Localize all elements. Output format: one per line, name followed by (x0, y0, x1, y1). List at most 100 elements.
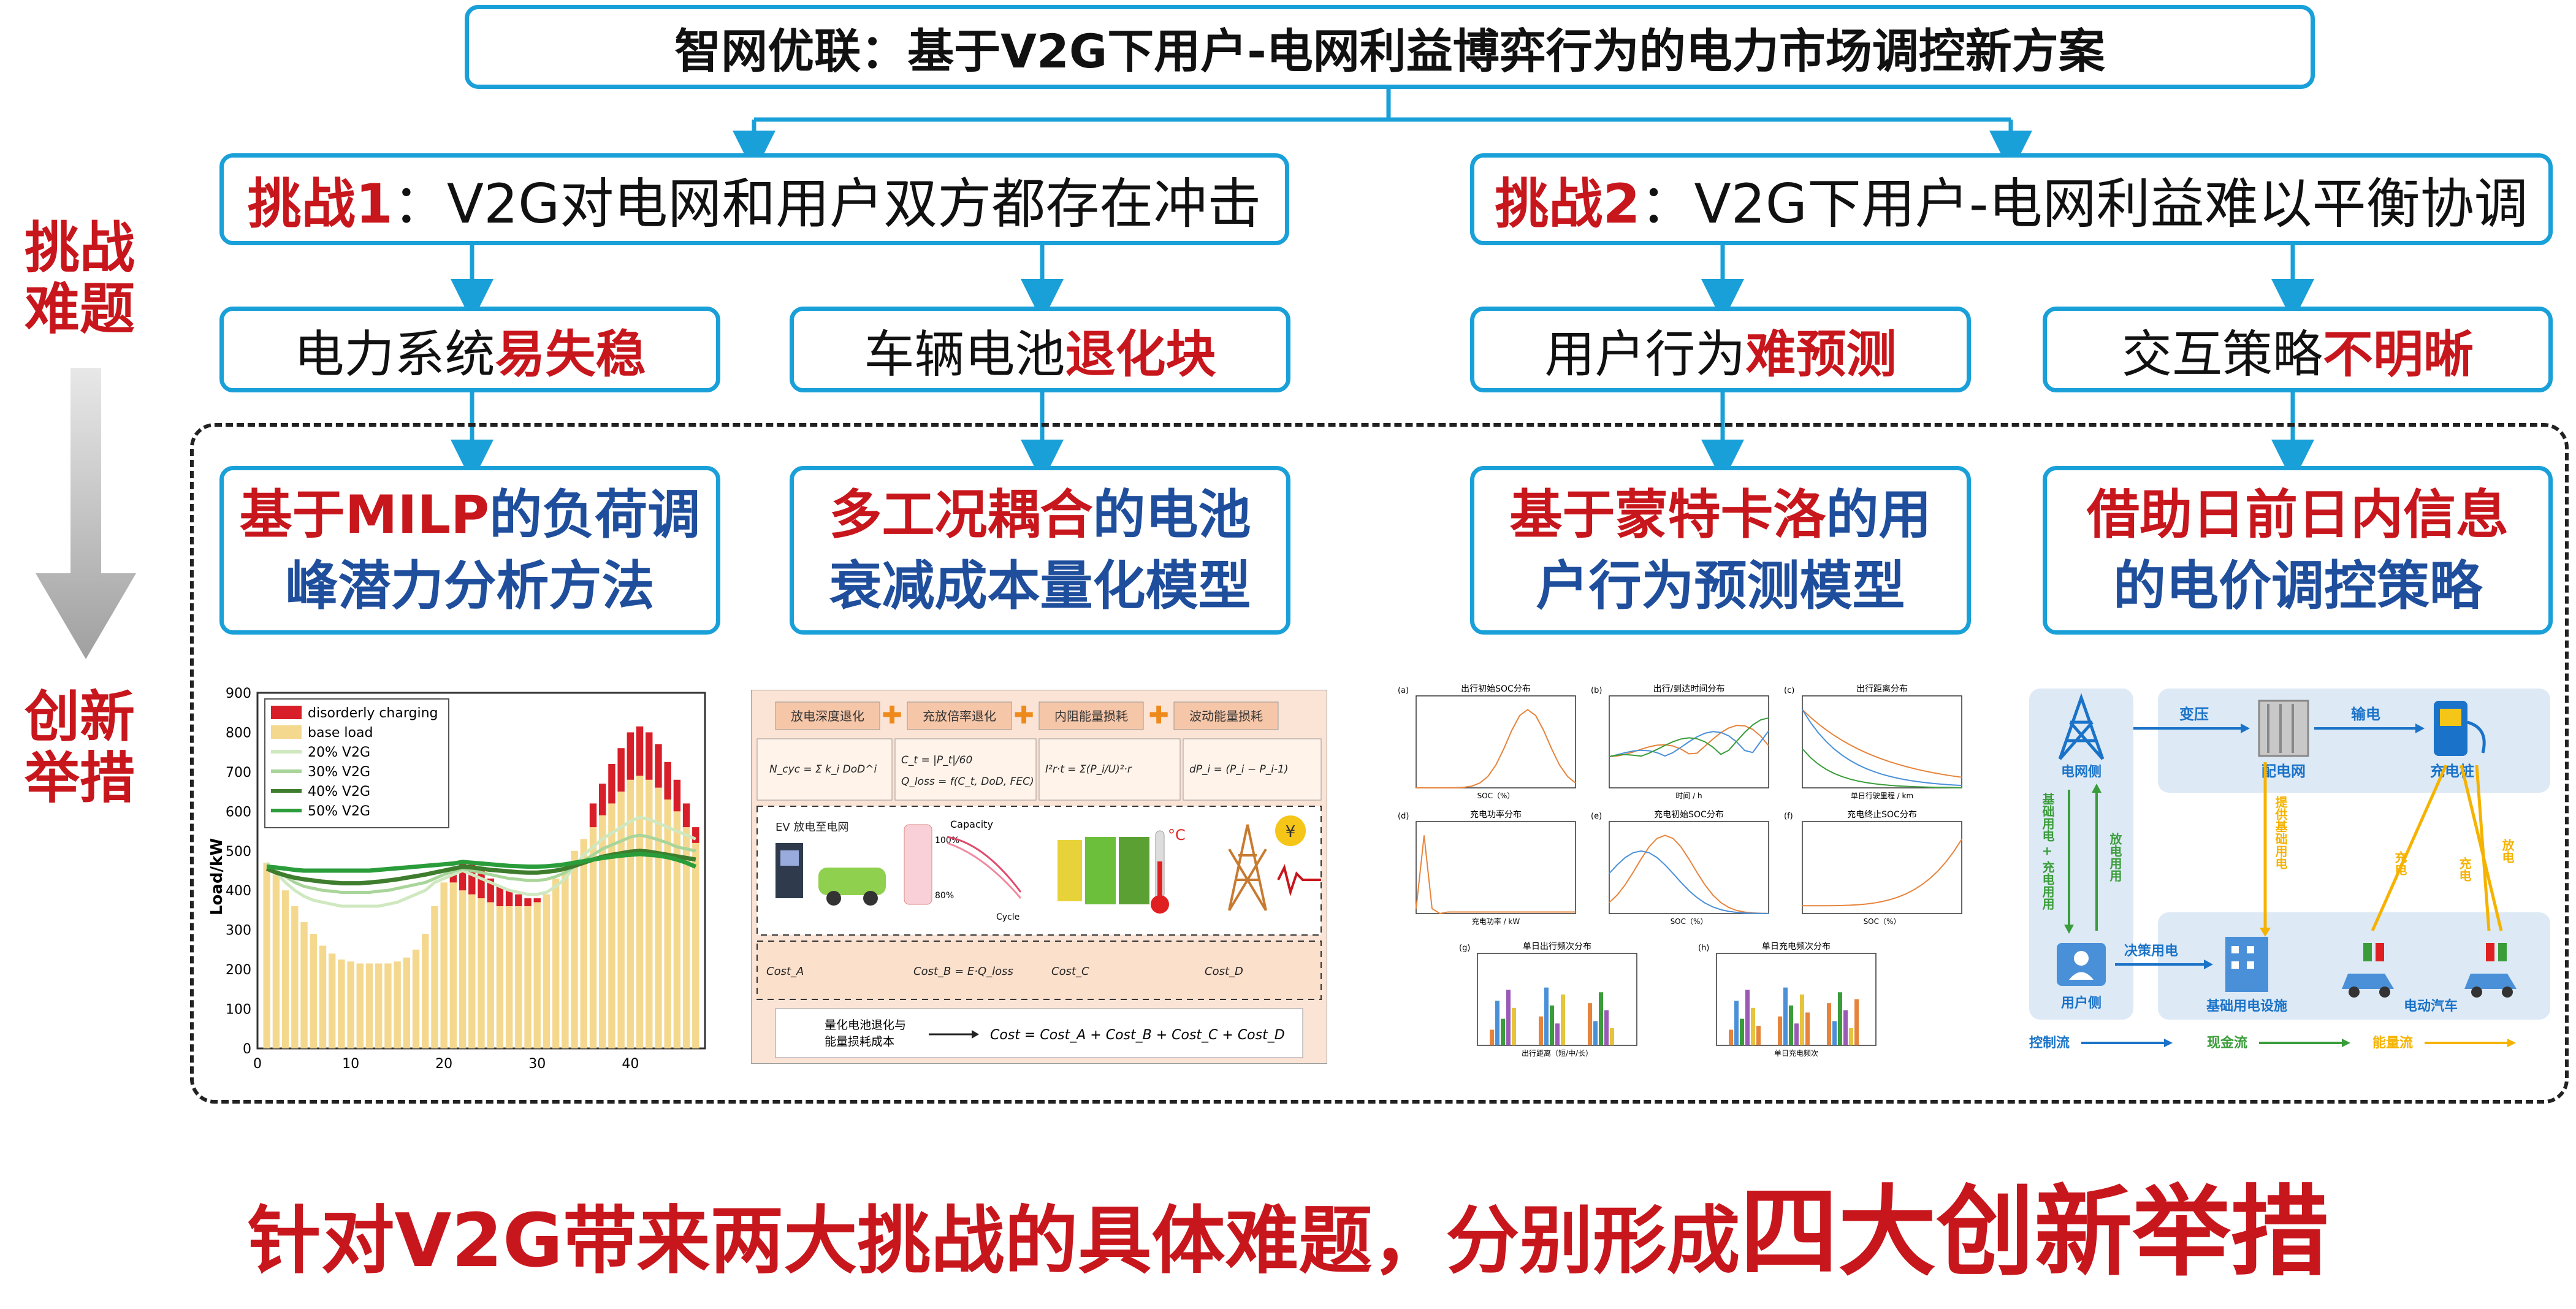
subplot-bar (1729, 1029, 1733, 1045)
subplot-frame (1609, 821, 1769, 914)
subplot-frame (1802, 695, 1962, 788)
challenge-2-box: 挑战2：V2G下用户-电网利益难以平衡协调 (1470, 153, 2553, 245)
subplot-bar (1794, 1023, 1799, 1045)
base-load-bar (338, 960, 345, 1048)
y-tick-label: 300 (226, 923, 251, 939)
base-load-bar (300, 922, 308, 1048)
plus-icon: ✚ (1013, 701, 1034, 730)
subplot-bar (1740, 1018, 1744, 1045)
disorderly-bar (664, 761, 671, 800)
subplot-title: 出行距离分布 (1856, 684, 1908, 694)
subplot-bar (1539, 1016, 1543, 1045)
header-rate-text: 充放倍率退化 (923, 709, 996, 723)
strategy-panel: 电网侧 变压 配电网 输电 充电桩 基础用电 + 充电用用 放电用用 提供基础用… (2023, 685, 2556, 1059)
disorderly-bar (682, 803, 690, 828)
network-zone (2158, 689, 2550, 793)
subplot-frame (1416, 821, 1576, 914)
legend-label: base load (308, 725, 373, 741)
header-resist (1038, 701, 1144, 730)
base-load-bar (365, 963, 373, 1048)
legend-label: 30% V2G (308, 765, 370, 780)
subplot-bar (1751, 1007, 1755, 1045)
header-fluct (1173, 701, 1279, 730)
legend-label: 20% V2G (308, 745, 370, 760)
subplot-title: 充电初始SOC分布 (1654, 809, 1724, 820)
subplot-bar (1544, 987, 1549, 1045)
subplot-curve (1609, 850, 1769, 914)
side-label-challenges-text: 挑战难题 (25, 216, 135, 342)
base-load-bar (422, 934, 429, 1048)
base-load-bar (431, 906, 438, 1048)
subplot-title: 单日充电频次分布 (1762, 942, 1831, 952)
charge1-label: 充电 (2393, 850, 2407, 876)
innovation-1-line2: 峰潜力分析方法 (285, 555, 655, 617)
header-fluct-text: 波动能量损耗 (1189, 709, 1263, 723)
cost-a: Cost_A (766, 965, 804, 978)
svg-text:I²r·t = Σ(P_i/U)²·r: I²r·t = Σ(P_i/U)²·r (1045, 763, 1132, 776)
base-load-bar (356, 963, 364, 1048)
subplot-letter: (a) (1398, 686, 1409, 695)
base-load-bar (347, 961, 354, 1048)
base-load-bar (478, 898, 485, 1048)
subplot-bar (1555, 1023, 1560, 1045)
subplot-letter: (b) (1591, 686, 1602, 695)
plus-icon: ✚ (882, 701, 902, 730)
legend-label: disorderly charging (308, 706, 438, 721)
provide-basic-label: 提供基础用电 (2273, 795, 2288, 869)
subplot-curve (1609, 717, 1769, 757)
subplot-bar (1512, 1007, 1516, 1045)
base-load-bar (580, 839, 587, 1048)
x-tick-label: 30 (528, 1056, 546, 1072)
problem-4-plain: 交互策略 (2121, 325, 2323, 384)
base-load-bar (505, 906, 513, 1048)
svg-text:C_t = |P_t|/60: C_t = |P_t|/60 (901, 754, 972, 766)
base-load-bar (589, 827, 597, 1048)
y-axis-label: Load/kW (208, 838, 226, 915)
innovation-4-red: 借助日前日内信息 (2087, 484, 2509, 546)
base-load-bar (636, 776, 644, 1048)
user-icon (2057, 943, 2106, 986)
disorderly-bar (478, 871, 485, 899)
problem-2-plain: 车辆电池 (864, 325, 1065, 384)
side-label-innovations: 创新举措 (18, 687, 141, 809)
base-load-bar (449, 882, 457, 1048)
subplot-bar (1745, 990, 1750, 1045)
x-tick-label: 0 (253, 1056, 262, 1072)
problem-1-box: 电力系统易失稳 (219, 307, 720, 392)
grid-zone (2029, 689, 2133, 1020)
base-load-bar (459, 890, 467, 1048)
page-title-text: 智网优联：基于V2G下用户-电网利益博弈行为的电力市场调控新方案 (674, 23, 2105, 78)
ev-label: EV 放电至电网 (775, 821, 848, 834)
subplot-curve (1802, 748, 1962, 788)
disorderly-bar (608, 764, 615, 804)
yen-icon (1275, 815, 1306, 846)
base-load-bar (627, 779, 634, 1048)
capacity-80: 80% (935, 891, 954, 901)
grid-side-label: 电网侧 (2061, 765, 2102, 780)
tower-icon (1228, 824, 1321, 912)
base-load-bar (599, 815, 606, 1048)
subplot-bar (1588, 1003, 1592, 1045)
subplot-bar (1838, 992, 1842, 1045)
side-label-challenges: 挑战难题 (18, 218, 141, 340)
subplot-bar (1490, 1029, 1494, 1045)
base-load-bar (375, 963, 383, 1048)
base-load-bar (487, 902, 494, 1048)
user-side-label: 用户侧 (2061, 995, 2102, 1011)
challenge-2-label: 挑战2 (1495, 172, 1640, 235)
disorderly-bar (589, 803, 597, 828)
subplot-letter: (e) (1591, 812, 1602, 821)
subplot-xlabel: 时间 / h (1675, 792, 1702, 800)
innovation-1-blue: 的负荷调 (489, 484, 701, 546)
distribution-label: 配电网 (2262, 763, 2306, 780)
temp-label: °C (1168, 826, 1186, 844)
disorderly-bar (655, 744, 662, 788)
y-tick-label: 0 (243, 1042, 251, 1057)
subplot-title: 单日出行频次分布 (1523, 942, 1591, 952)
disorderly-bar (515, 894, 522, 906)
subplot-letter: (f) (1784, 812, 1793, 821)
legend-label: 50% V2G (308, 804, 370, 819)
subplot-frame (1416, 695, 1576, 788)
base-load-bar (608, 803, 615, 1048)
